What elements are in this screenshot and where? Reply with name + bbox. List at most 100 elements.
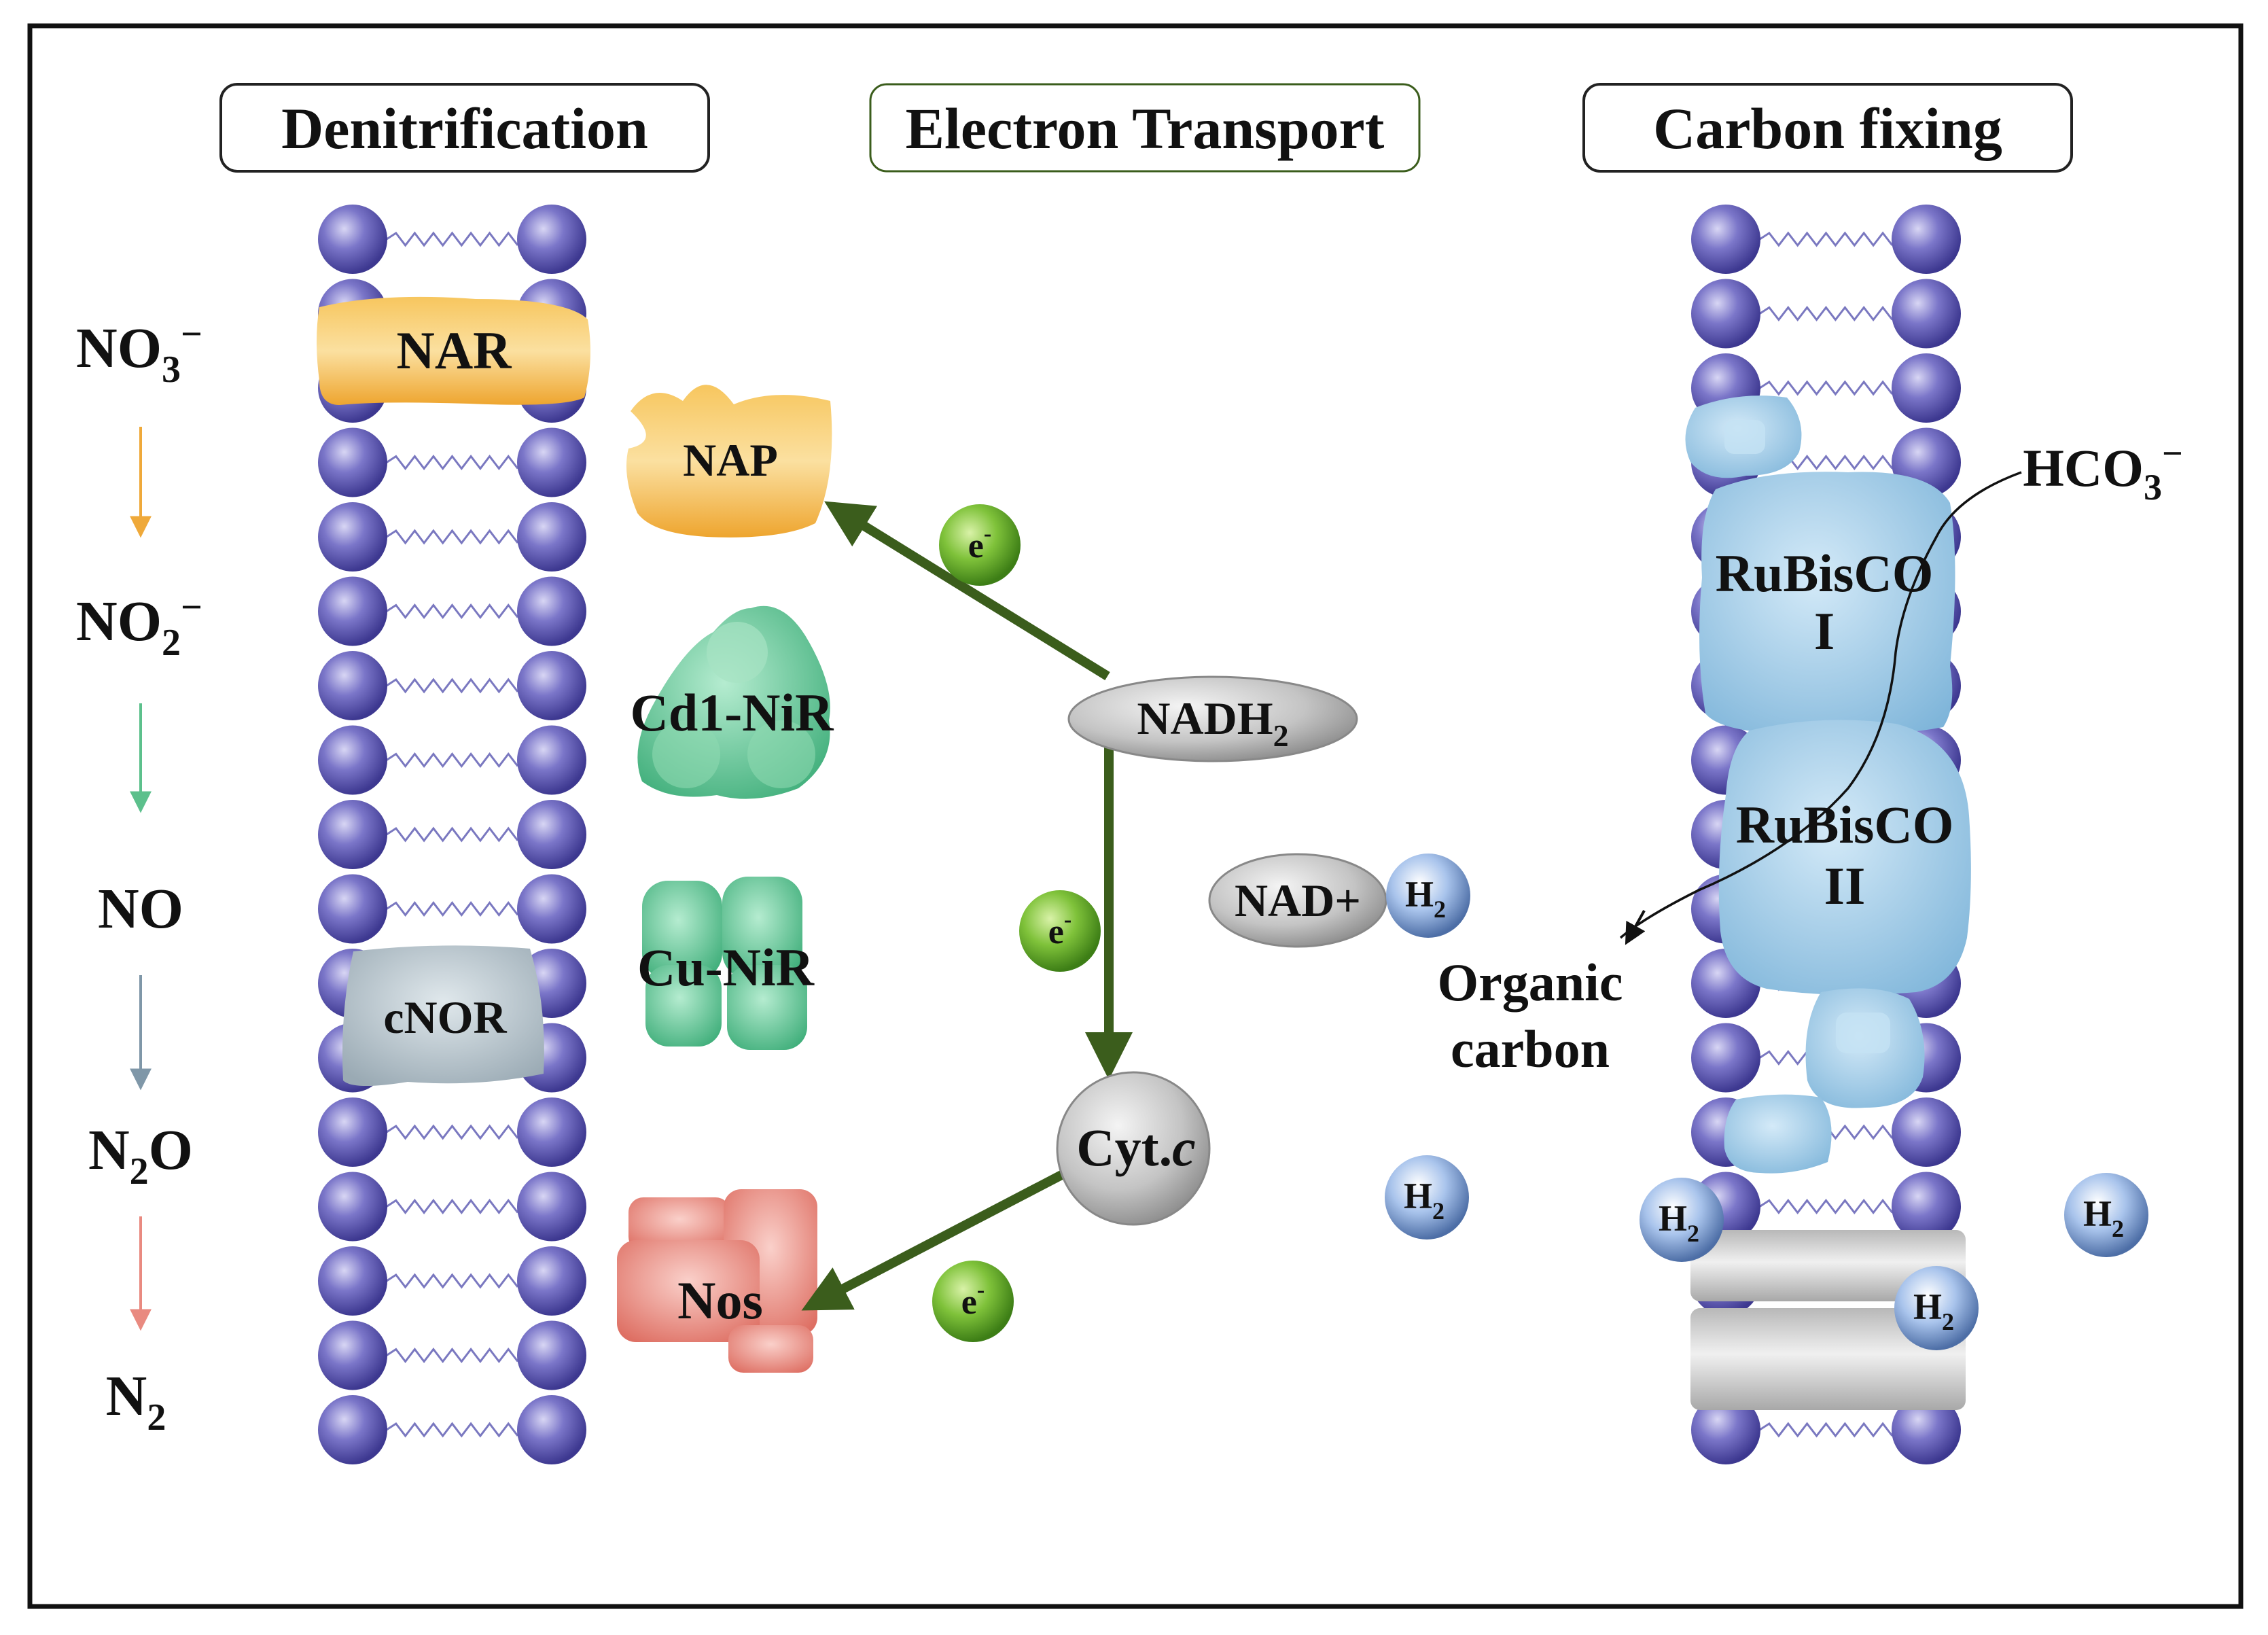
lipid-head bbox=[1691, 1395, 1760, 1464]
arrow-nadh2-to-nap bbox=[824, 501, 1110, 680]
lipid-head bbox=[517, 427, 586, 497]
lipid-head bbox=[1892, 205, 1961, 274]
rubisco2-line2: II bbox=[1824, 856, 1866, 915]
lipid-tail bbox=[386, 678, 519, 694]
lipid-head bbox=[517, 1246, 586, 1316]
lipid-tail bbox=[1759, 231, 1894, 247]
h2-sphere bbox=[1894, 1266, 1979, 1350]
lipid-head bbox=[517, 1172, 586, 1242]
lipid-head bbox=[517, 205, 586, 274]
cd1-nir-label: Cd1-NiR bbox=[630, 683, 834, 742]
lipid-head bbox=[318, 651, 387, 720]
lipid-tail bbox=[1759, 1422, 1894, 1438]
lipid-head bbox=[318, 205, 387, 274]
lipid-head bbox=[1892, 1097, 1961, 1167]
cd1-nir-protein: Cd1-NiR bbox=[630, 605, 834, 799]
nadh2-node: NADH2 bbox=[1067, 675, 1358, 762]
h2-label: H2 bbox=[1404, 1176, 1445, 1225]
lipid-tail bbox=[386, 1348, 519, 1363]
lipid-tail bbox=[1759, 306, 1894, 321]
lipid-head bbox=[517, 1395, 586, 1464]
h2-molecule: H2 bbox=[1385, 1155, 1469, 1240]
lipid-tail bbox=[386, 231, 519, 247]
lipid-head bbox=[517, 651, 586, 720]
cytc-node: Cyt.c bbox=[1056, 1071, 1211, 1226]
species-chain: NO3− NO2− NO N2O N2 bbox=[76, 313, 202, 1439]
cu-nir-label: Cu-NiR bbox=[637, 938, 815, 997]
arrow-cytc-to-nos bbox=[801, 1167, 1069, 1311]
lipid-head bbox=[1691, 205, 1760, 274]
lipid-head bbox=[517, 1097, 586, 1167]
lipid-head bbox=[318, 576, 387, 646]
nad-plus-node: NAD+ bbox=[1208, 853, 1387, 948]
lipid-head bbox=[1892, 1395, 1961, 1464]
lipid-tail bbox=[386, 529, 519, 545]
lipid-head bbox=[1691, 1023, 1760, 1093]
lipid-tail bbox=[1759, 1199, 1894, 1214]
electron-label-3: e- bbox=[961, 1278, 985, 1322]
nadh2-label: NADH2 bbox=[1137, 692, 1288, 753]
lipid-head bbox=[517, 1320, 586, 1390]
h2-label: H2 bbox=[1913, 1286, 1954, 1335]
rubisco1-line1: RuBisCO bbox=[1716, 544, 1934, 603]
lipid-tail bbox=[386, 901, 519, 917]
arrow-to-organic-carbon bbox=[1625, 910, 1646, 945]
h2-label: H2 bbox=[1659, 1198, 1699, 1247]
species-no3: NO3− bbox=[76, 313, 202, 391]
nad-plus-label: NAD+ bbox=[1235, 875, 1361, 926]
electron-ball-3: e- bbox=[932, 1261, 1014, 1342]
rubisco1-line2: I bbox=[1814, 601, 1835, 661]
lipid-head bbox=[318, 1320, 387, 1390]
h2-sphere bbox=[1385, 1155, 1469, 1240]
species-n2o: N2O bbox=[88, 1119, 193, 1193]
organic-carbon-line1: Organic bbox=[1438, 953, 1623, 1012]
lipid-head bbox=[318, 502, 387, 572]
lipid-head bbox=[517, 576, 586, 646]
hco3-path bbox=[1619, 471, 2022, 939]
lipid-tail bbox=[386, 1422, 519, 1438]
hco3-label: HCO3− bbox=[2023, 433, 2182, 508]
transporter-cylinder bbox=[1690, 1230, 1966, 1410]
lipid-head bbox=[318, 1172, 387, 1242]
electron-label-2: e- bbox=[1048, 907, 1071, 951]
organic-carbon-line2: carbon bbox=[1451, 1019, 1610, 1078]
header-denitrification-label: Denitrification bbox=[281, 96, 648, 161]
lipid-tail bbox=[386, 603, 519, 619]
cnor-label: cNOR bbox=[383, 991, 507, 1043]
lipid-tail bbox=[386, 1273, 519, 1289]
header-carbon-fixing: Carbon fixing bbox=[1582, 83, 2073, 173]
lipid-head bbox=[517, 874, 586, 944]
h2-molecule: H2 bbox=[1386, 854, 1470, 938]
lipid-head bbox=[318, 874, 387, 944]
nap-protein: NAP bbox=[626, 385, 832, 538]
cytc-label: Cyt.c bbox=[1076, 1118, 1195, 1177]
lipid-head bbox=[318, 427, 387, 497]
lipid-head bbox=[1892, 1172, 1961, 1242]
cnor-protein: cNOR bbox=[342, 945, 544, 1087]
lipid-tail bbox=[386, 1124, 519, 1140]
rubisco-complex: RuBisCO I RuBisCO II bbox=[1685, 395, 1971, 1174]
h2-label: H2 bbox=[2083, 1193, 2124, 1242]
species-n2: N2 bbox=[106, 1365, 166, 1439]
header-carbon-fixing-label: Carbon fixing bbox=[1653, 96, 2002, 161]
lipid-head bbox=[1892, 353, 1961, 423]
nap-label: NAP bbox=[683, 434, 778, 486]
lipid-head bbox=[318, 1395, 387, 1464]
lipid-head bbox=[318, 725, 387, 795]
rubisco2-line1: RuBisCO bbox=[1736, 795, 1954, 854]
lipid-head bbox=[517, 502, 586, 572]
h2-label: H2 bbox=[1405, 874, 1446, 923]
species-no2: NO2− bbox=[76, 586, 202, 664]
h2-molecule: H2 bbox=[1640, 1178, 1724, 1262]
electron-ball-1: e- bbox=[939, 504, 1021, 586]
cu-nir-protein: Cu-NiR bbox=[637, 877, 815, 1050]
nar-label: NAR bbox=[397, 321, 513, 380]
h2-sphere bbox=[1640, 1178, 1724, 1262]
h2-molecule: H2 bbox=[2064, 1173, 2148, 1257]
nos-label: Nos bbox=[677, 1271, 763, 1330]
lipid-head bbox=[1892, 279, 1961, 349]
lipid-head bbox=[318, 1246, 387, 1316]
lipid-head bbox=[318, 800, 387, 869]
lipid-tail bbox=[386, 826, 519, 843]
